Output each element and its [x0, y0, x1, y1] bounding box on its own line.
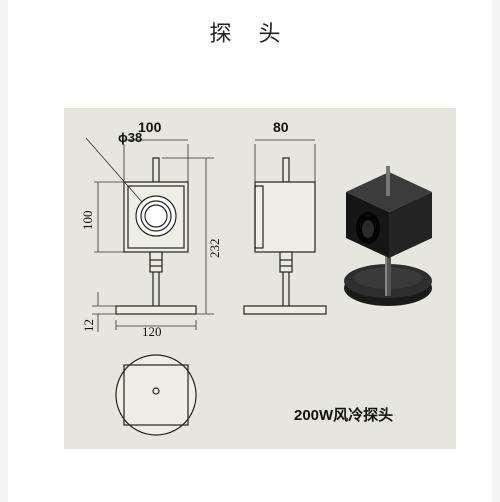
top-view	[115, 354, 197, 436]
dim-height-232-label: 232	[207, 239, 222, 259]
technical-drawing: ϕ38 100 100 232 12 120 80	[64, 108, 456, 449]
side-dimension-lines	[254, 139, 316, 182]
front-view	[115, 157, 197, 315]
side-view	[243, 157, 327, 315]
dim-depth-80-label: 80	[273, 119, 289, 135]
dim-phi38-label: ϕ38	[118, 130, 142, 145]
dim-base-120-label: 120	[142, 324, 162, 339]
dim-height-100-label: 100	[80, 211, 95, 231]
dim-width-100-label: 100	[138, 119, 162, 135]
caption-label: 200W风冷探头	[294, 406, 393, 424]
front-dimension-lines	[85, 137, 214, 332]
drawing-canvas: ϕ38 100 100 232 12 120 80	[64, 108, 456, 449]
page-title: 探 头	[209, 22, 291, 47]
dim-base-12-label: 12	[81, 319, 96, 332]
probe-3d-render	[344, 166, 432, 306]
